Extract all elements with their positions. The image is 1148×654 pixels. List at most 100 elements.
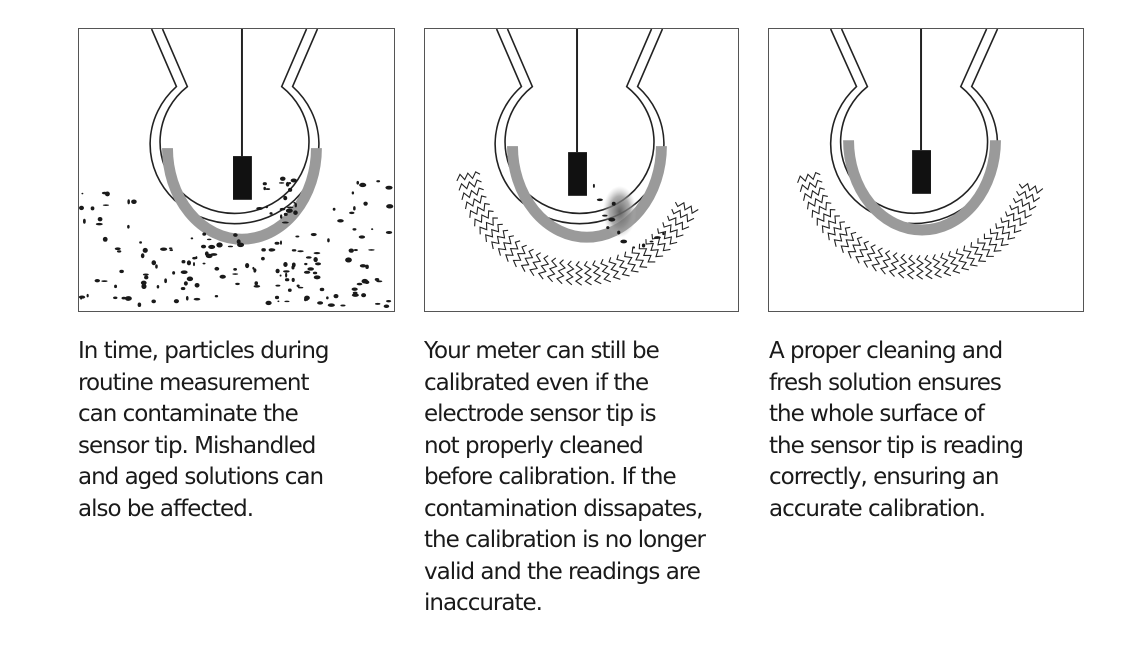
wave-icon — [592, 260, 602, 285]
particle-icon — [82, 218, 86, 224]
particle-icon — [305, 256, 312, 259]
diagram-panel-contaminated — [78, 28, 395, 312]
wave-icon — [583, 260, 593, 286]
particle-icon — [173, 299, 180, 304]
particle-icon — [200, 244, 207, 249]
particle-icon — [281, 221, 289, 224]
particle-icon — [365, 264, 369, 269]
particle-icon — [284, 278, 290, 282]
wave-icon — [461, 187, 484, 201]
wave-icon — [1000, 217, 1022, 234]
electrode-bulb-icon — [829, 29, 1001, 236]
particle-icon — [608, 217, 616, 222]
wave-icon — [674, 201, 699, 215]
particle-icon — [214, 295, 219, 298]
wave-icon — [932, 254, 942, 279]
particle-icon — [214, 266, 220, 271]
particle-icon — [233, 268, 237, 271]
particle-icon — [319, 287, 325, 292]
particle-icon — [361, 293, 367, 298]
electrode-diagram-2 — [456, 29, 699, 286]
particle-icon — [304, 262, 308, 266]
particle-icon — [654, 236, 661, 239]
particle-icon — [283, 195, 288, 201]
particle-icon — [116, 250, 122, 253]
particle-icon — [144, 275, 149, 280]
diagram-panel-clean — [768, 28, 1084, 312]
particle-icon — [274, 295, 280, 300]
particle-icon — [253, 268, 257, 272]
particle-icon — [359, 264, 367, 268]
particle-icon — [327, 303, 335, 307]
wave-icon — [662, 222, 684, 238]
wave-icon — [1012, 198, 1037, 211]
particle-icon — [592, 183, 595, 188]
particle-icon — [291, 249, 297, 252]
particle-icon — [297, 286, 304, 289]
particle-icon — [185, 296, 189, 301]
electrode-bulb-icon — [494, 29, 667, 243]
particle-icon — [262, 182, 267, 186]
bulb-inner-outline — [839, 29, 989, 215]
particle-icon — [358, 235, 366, 239]
wave-icon — [479, 217, 498, 235]
particle-icon — [142, 247, 148, 253]
particle-icon — [140, 253, 145, 259]
particle-icon — [252, 266, 255, 270]
particle-icon — [97, 216, 103, 222]
particle-icon — [119, 269, 124, 274]
wave-icon — [1018, 182, 1044, 194]
wave-icon — [806, 194, 828, 210]
particle-icon — [263, 186, 266, 191]
bulb-outline — [149, 29, 320, 225]
wave-icon — [608, 257, 621, 280]
particle-trail — [592, 183, 665, 249]
particle-icon — [606, 226, 610, 230]
particle-icon — [617, 230, 621, 235]
particle-icon — [291, 277, 295, 283]
wave-icon — [458, 179, 482, 191]
particle-icon — [285, 272, 288, 278]
particle-icon — [620, 239, 628, 244]
particle-icon — [287, 288, 292, 292]
particle-icon — [279, 274, 282, 277]
wave-icon — [970, 242, 986, 262]
wave-icon — [638, 243, 656, 263]
wave-icon — [600, 258, 612, 283]
particle-icon — [356, 180, 360, 185]
particle-icon — [293, 201, 296, 204]
particle-icon — [332, 207, 336, 211]
particle-icon — [279, 207, 286, 211]
wave-icon — [906, 254, 916, 280]
particle-icon — [265, 205, 268, 209]
solution-waves — [797, 171, 1044, 280]
particle-icon — [180, 286, 186, 291]
particle-icon — [140, 280, 147, 285]
wave-icon — [821, 215, 840, 234]
bulb-inner-outline — [159, 29, 310, 215]
particle-icon — [279, 240, 282, 245]
contamination-smudge-icon — [602, 185, 637, 238]
wave-icon — [529, 252, 542, 277]
wave-icon — [574, 261, 584, 286]
particle-icon — [137, 302, 142, 308]
particle-icon — [303, 270, 311, 274]
particle-icon — [602, 214, 608, 217]
particle-icon — [278, 182, 285, 184]
particle-icon — [227, 245, 234, 248]
wave-icon — [855, 240, 869, 264]
particle-icon — [359, 182, 367, 188]
particle-icon — [375, 302, 381, 305]
bulb-outline — [829, 29, 999, 225]
particle-icon — [293, 210, 298, 215]
particle-icon — [131, 199, 137, 205]
particle-icon — [208, 244, 216, 250]
particle-icon — [261, 256, 265, 261]
particle-icon — [183, 281, 188, 286]
particle-icon — [385, 185, 393, 190]
particle-icon — [219, 274, 226, 279]
wave-icon — [520, 248, 534, 272]
particle-icon — [279, 176, 286, 181]
particle-icon — [352, 228, 357, 231]
particle-icon — [295, 235, 300, 238]
